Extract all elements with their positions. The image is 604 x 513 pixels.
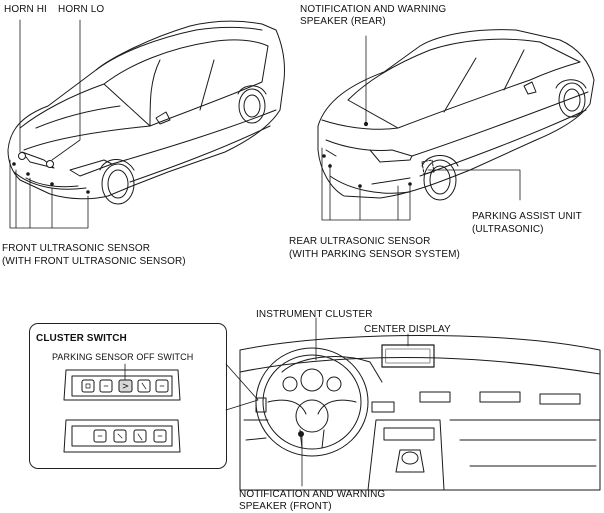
front-ultrasonic-sensor-sublabel: (WITH FRONT ULTRASONIC SENSOR) — [2, 256, 186, 267]
cluster-switch-panel — [63, 363, 181, 453]
instrument-cluster-label: INSTRUMENT CLUSTER — [256, 309, 373, 320]
front-car-illustration — [7, 20, 285, 205]
horn-hi-label: HORN HI — [4, 4, 47, 15]
parking-sensor-off-switch-label: PARKING SENSOR OFF SWITCH — [52, 352, 194, 362]
rear-ultrasonic-sensor-sublabel: (WITH PARKING SENSOR SYSTEM) — [289, 249, 460, 260]
rear-speaker-label: NOTIFICATION AND WARNING — [300, 4, 447, 15]
cluster-switch-title: CLUSTER SWITCH — [36, 333, 127, 344]
parking-assist-unit-label: PARKING ASSIST UNIT — [472, 211, 582, 222]
rear-ultrasonic-sensor-label: REAR ULTRASONIC SENSOR — [289, 236, 431, 247]
rear-speaker-sublabel: SPEAKER (REAR) — [300, 16, 386, 27]
horn-lo-label: HORN LO — [58, 4, 105, 15]
cluster-switch-callout — [29, 323, 227, 469]
front-speaker-sublabel: SPEAKER (FRONT) — [239, 501, 332, 512]
parking-assist-unit-sublabel: (ULTRASONIC) — [472, 224, 544, 235]
rear-car-illustration — [317, 29, 595, 201]
center-display-label: CENTER DISPLAY — [364, 324, 451, 335]
front-ultrasonic-sensor-label: FRONT ULTRASONIC SENSOR — [2, 243, 151, 254]
dashboard-illustration — [239, 335, 601, 491]
front-speaker-label: NOTIFICATION AND WARNING — [239, 489, 386, 500]
